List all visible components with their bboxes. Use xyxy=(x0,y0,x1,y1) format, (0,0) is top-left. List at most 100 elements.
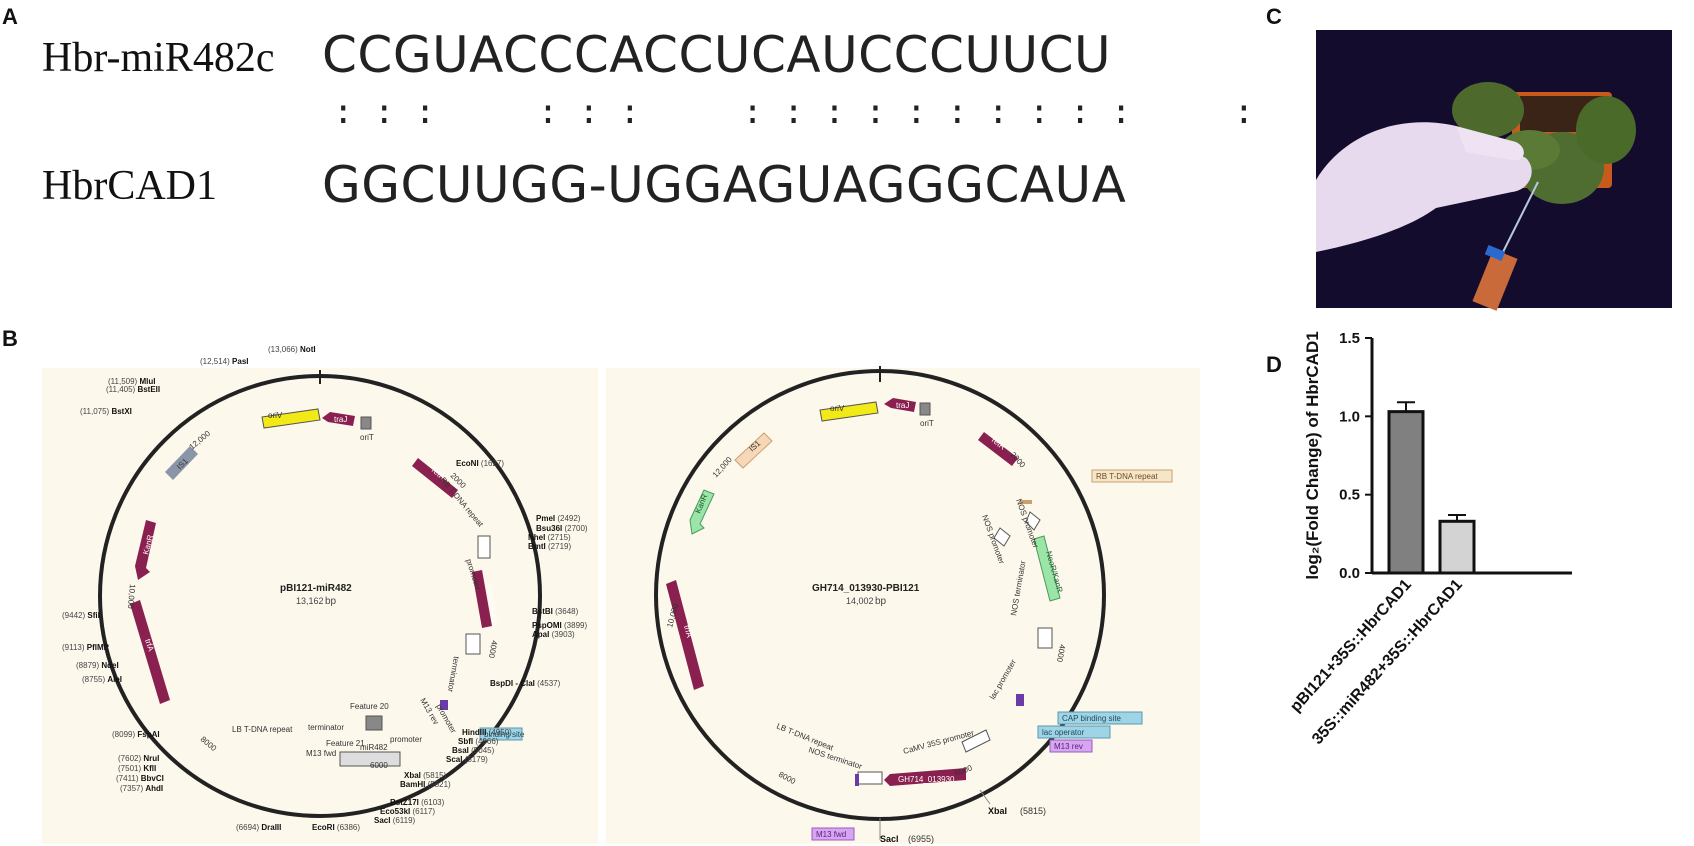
y-tick-label: 1.0 xyxy=(1339,408,1360,425)
plasmid-1-site-pasi: (12,514) PasI xyxy=(200,357,249,366)
plasmid-2-feature-NOS-promoter-arrow xyxy=(1025,511,1041,531)
plasmid-2-backbone xyxy=(654,369,1106,821)
plasmid-1-feature-oriV xyxy=(261,408,321,429)
plasmid-2-name: GH714_013930-PBI121 xyxy=(812,583,920,594)
plasmid-1-label-miR482: miR482 xyxy=(360,743,388,752)
target-sequence: GGCUUGG-UGGAGUAGGGCAUA xyxy=(322,156,1127,214)
plasmid-2-feature-trfA xyxy=(666,580,704,690)
plasmid-1-site-pmei: PmeI (2492) xyxy=(536,514,581,523)
plasmid-1-feature-20 xyxy=(365,715,383,731)
plasmid-2-label-CAP: CAP binding site xyxy=(1062,714,1122,723)
plasmid-2-site-saci-pos: (6955) xyxy=(908,834,934,844)
syringe-body xyxy=(1472,249,1518,311)
plasmid-2-site-xbai-pos: (5815) xyxy=(1020,806,1046,816)
plasmid-1-label-feature-21: Feature 21 xyxy=(326,739,365,748)
plasmid-2-feature-CaMV-arrow xyxy=(961,729,991,753)
plasmid-2-label-M13fwd: M13 fwd xyxy=(816,830,846,839)
plasmid-1-tick-4000: 4000 xyxy=(487,640,499,660)
plasmid-2-label-NOS-terminator-2: NOS terminator xyxy=(807,745,863,771)
plasmid-2-feature-oriT xyxy=(919,402,931,416)
plasmid-1-label-feature-20: Feature 20 xyxy=(350,702,389,711)
plasmid-1-site-fspai: (8099) FspAI xyxy=(112,730,160,739)
plasmid-2-feature-NOS-promoter-2 xyxy=(993,527,1011,547)
plasmid-1-site-bbvci: (7411) BbvCI xyxy=(116,774,164,783)
y-axis-label: log₂(Fold Change) of HbrCAD1 xyxy=(1303,331,1322,579)
plasmid-1-site-bstbi: BstBI (3648) xyxy=(532,607,579,616)
plasmid-2-site-line-xbai xyxy=(979,789,991,805)
panel-label-b: B xyxy=(2,326,18,351)
plasmid-2-feature-M13rev xyxy=(1049,739,1093,753)
plasmid-1-tick-12000: 12,000 xyxy=(188,429,213,452)
plasmid-2-label-NOS-terminator: NOS terminator xyxy=(1009,560,1028,617)
plasmid-1-feature-traJ xyxy=(322,412,355,426)
plasmid-1-label-trfA: trfA xyxy=(143,638,156,653)
mirna-sequence: CCGUACCCACCUCAUCCCUUCU xyxy=(322,26,1112,84)
photo-illustration xyxy=(1316,30,1672,311)
plasmid-1-tick-10000: 10,000 xyxy=(126,584,137,610)
plasmid-1-site-bstz17i: BstZ17I (6103) xyxy=(390,798,445,807)
panel-label-a: A xyxy=(2,4,18,29)
plasmid-1-site-nrui: (7602) NruI xyxy=(118,754,159,763)
syringe-hub xyxy=(1484,244,1506,262)
plasmid-1-feature-miR482 xyxy=(339,751,401,767)
plasmid-1-tick-6000: 6000 xyxy=(370,761,388,770)
plasmid-1-site-hindiii: HindIII (4950) xyxy=(462,728,512,737)
plasmid-1-site-noti: (13,066) NotI xyxy=(268,345,316,354)
gloved-hand xyxy=(1316,122,1532,252)
plasmid-1-site-bsai: BsaI (5045) xyxy=(452,746,495,755)
plasmid-2-label-RB: RB T-DNA repeat xyxy=(1096,472,1158,481)
plasmid-1-feature-terminator xyxy=(465,633,481,655)
plasmid-1-site-ahdi: (7357) AhdI xyxy=(120,784,163,793)
plasmid-2-tick-8000: 8000 xyxy=(777,770,797,787)
plasmid-2-label-oriV: oriV xyxy=(830,404,845,413)
plasmid-map-1: pBI121-miR482 13,162 bp oriV traJ oriT I… xyxy=(62,345,588,832)
plant-injection-photo xyxy=(1316,30,1672,311)
plasmid-1-label-terminator: terminator xyxy=(446,656,461,693)
plasmid-2-feature-KanR xyxy=(689,489,715,535)
plasmid-1-site-sfii: (9442) SfiI xyxy=(62,611,100,620)
plasmid-2-feature-NOS-terminator xyxy=(1037,627,1053,649)
plasmid-2-label-GH714: GH714_013930 xyxy=(898,775,955,784)
pairing-dots: : : : : : : : : : : : : : : : : : : xyxy=(333,92,1377,132)
plasmid-1-feature-binding-site xyxy=(479,727,523,741)
plasmid-map-2: GH714_013930-PBI121 14,002 bp oriV traJ … xyxy=(654,366,1173,844)
plasmid-2-feature-lac-operator xyxy=(1037,725,1111,739)
plasmid-1-feature-M13rev xyxy=(440,700,448,710)
plasmid-1-label-binding-site: binding site xyxy=(484,730,525,739)
plasmid-1-restriction-sites: (13,066) NotI (12,514) PasI (11,509) MluI (… xyxy=(62,345,588,832)
plasmid-2-feature-traJ xyxy=(884,398,916,412)
plasmid-2-label-lac-promoter: lac promoter xyxy=(988,658,1018,701)
plasmid-1-label-oriT: oriT xyxy=(360,433,374,442)
plasmid-2-feature-CAP xyxy=(1057,711,1143,725)
plasmid-2-feature-rb-marker xyxy=(1020,500,1032,504)
plasmid-1-label-oriV: oriV xyxy=(268,411,283,420)
plasmid-1-label-terminator-2: terminator xyxy=(308,723,344,732)
plasmid-1-site-sbfi: SbfI (4966) xyxy=(458,737,499,746)
panel-label-d: D xyxy=(1266,352,1282,377)
plasmid-1-label-LB: LB T-DNA repeat xyxy=(232,725,293,734)
plasmid-1-feature-TetR xyxy=(412,458,458,498)
plasmid-1-site-econi: EcoNI (1627) xyxy=(456,459,504,468)
plasmid-1-size: 13,162 xyxy=(296,596,324,606)
panel-label-c: C xyxy=(1266,4,1282,29)
plasmid-1-feature-NeoR-KanR xyxy=(472,570,492,628)
plasmid-2-feature-M13fwd xyxy=(811,827,855,841)
plasmid-1-site-bmti: BmtI (2719) xyxy=(528,542,571,551)
plasmid-2-unit: bp xyxy=(875,596,887,607)
plasmid-1-site-bsu36i: Bsu36I (2700) xyxy=(536,524,588,533)
plasmid-map-2-background xyxy=(606,368,1200,844)
plasmid-1-feature-trfA xyxy=(130,600,170,704)
plasmid-1-site-saci: SacI (6119) xyxy=(374,816,416,825)
y-tick-label: 0.0 xyxy=(1339,565,1360,582)
plasmid-1-feature-IS1 xyxy=(165,446,198,480)
plasmid-1-site-bspdi-clai: BspDI - ClaI (4537) xyxy=(490,679,561,688)
mirna-name: Hbr-miR482c xyxy=(42,35,275,81)
leaf-3 xyxy=(1576,96,1636,164)
plasmid-2-feature-M13fwd-mark xyxy=(855,774,859,786)
y-tick-label: 0.5 xyxy=(1339,487,1360,504)
plasmid-1-site-ecori: EcoRI (6386) xyxy=(312,823,360,832)
plasmid-2-size: 14,002 xyxy=(846,596,874,606)
plasmid-1-feature-oriT xyxy=(360,416,372,430)
plasmid-1-site-mlui: (11,509) MluI xyxy=(108,377,155,386)
